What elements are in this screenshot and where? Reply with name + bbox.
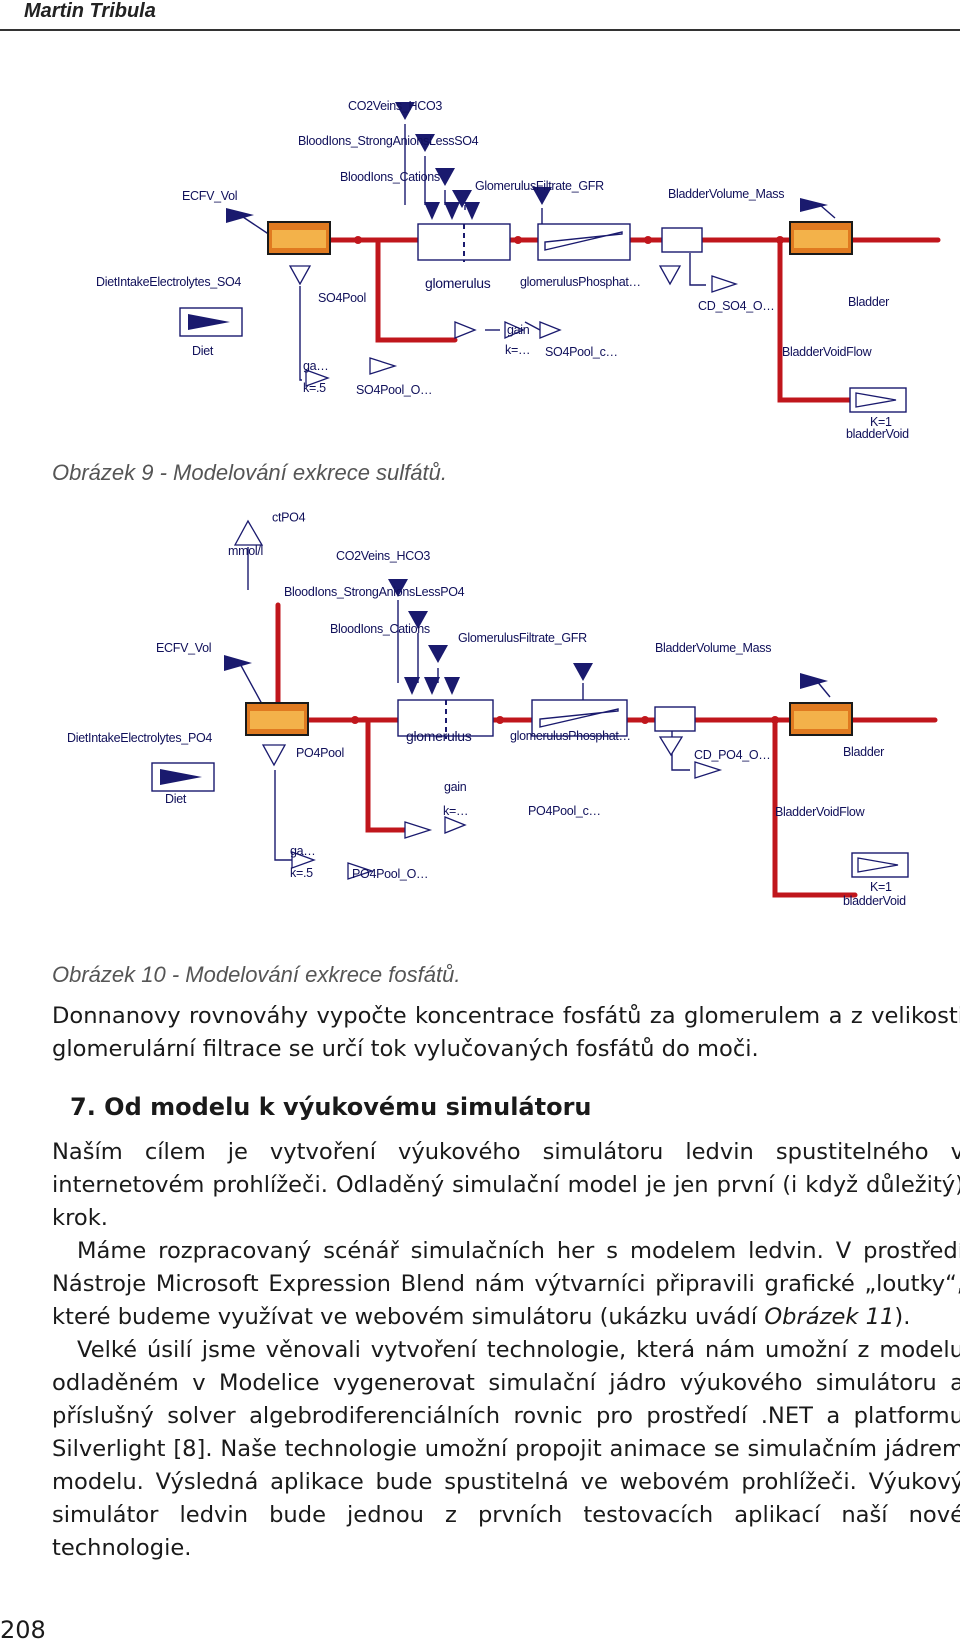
label-cd: CD_SO4_O… — [698, 299, 775, 313]
paragraph-scenario-end: ). — [894, 1304, 911, 1330]
label-ga: ga… — [290, 844, 316, 858]
figure-10-caption: Obrázek 10 - Modelování exkrece fosfátů. — [52, 962, 461, 987]
label-anions: BloodIons_StrongAnionsLessSO4 — [298, 134, 479, 148]
label-ga: ga… — [303, 359, 329, 373]
paragraph-donnan: Donnanovy rovnováhy vypočte koncentrace … — [52, 1003, 960, 1062]
paragraph-technology: Velké úsilí jsme věnovali vytvoření tech… — [52, 1337, 960, 1561]
label-pool: SO4Pool — [318, 291, 366, 305]
label-ecfv: ECFV_Vol — [182, 189, 237, 203]
label-pool-o: PO4Pool_O… — [352, 867, 428, 881]
figure-11-reference[interactable]: Obrázek 11 — [764, 1304, 895, 1330]
paragraph-scenario: Máme rozpracovaný scénář simulačních her… — [52, 1235, 960, 1334]
figure-9-diagram: CO2Veins_HCO3 BloodIons_StrongAnionsLess… — [0, 90, 960, 450]
label-glomerulus: glomerulus — [406, 728, 472, 744]
label-bladder-volume: BladderVolume_Mass — [668, 187, 784, 201]
header-rule — [0, 29, 960, 31]
label-ecfv: ECFV_Vol — [156, 641, 211, 655]
label-cd: CD_PO4_O… — [694, 748, 771, 762]
label-gain: gain — [444, 780, 467, 794]
figure-10-diagram: ctPO4 mmol/l CO2Veins_HCO3 BloodIons_Str… — [0, 505, 960, 930]
paragraph-scenario-text: Máme rozpracovaný scénář simulačních her… — [52, 1238, 960, 1330]
paragraph-goal: Naším cílem je vytvoření výukového simul… — [52, 1139, 960, 1231]
section-heading: 7. Od modelu k výukovému simulátoru — [70, 1093, 592, 1121]
label-diet-intake: DietIntakeElectrolytes_PO4 — [67, 731, 212, 745]
page-number: 208 — [0, 1616, 46, 1644]
label-cations: BloodIons_Cations — [330, 622, 430, 636]
label-k-dots: k=… — [505, 343, 530, 357]
label-void-flow: BladderVoidFlow — [782, 345, 873, 359]
label-ctpo4: ctPO4 — [272, 511, 306, 525]
label-phosphat: glomerulusPhosphat… — [510, 729, 631, 743]
label-bladder-void: bladderVoid — [843, 894, 906, 908]
label-k5: k=.5 — [290, 866, 313, 880]
label-diet: Diet — [165, 792, 187, 806]
label-gain: gain — [507, 323, 530, 337]
label-pool-o: SO4Pool_O… — [356, 383, 432, 397]
label-k1: K=1 — [870, 880, 892, 894]
label-phosphat: glomerulusPhosphat… — [520, 275, 641, 289]
label-co2: CO2Veins_HCO3 — [348, 99, 442, 113]
label-bladder: Bladder — [848, 295, 889, 309]
label-diet-intake: DietIntakeElectrolytes_SO4 — [96, 275, 241, 289]
running-header-author: Martin Tribula — [24, 0, 156, 22]
label-bladder-volume: BladderVolume_Mass — [655, 641, 771, 655]
label-cations: BloodIons_Cations — [340, 170, 440, 184]
label-anions: BloodIons_StrongAnionsLessPO4 — [284, 585, 465, 599]
label-pool-c: PO4Pool_c… — [528, 804, 601, 818]
label-k5: k=.5 — [303, 381, 326, 395]
label-bladder-void: bladderVoid — [846, 427, 909, 441]
label-diet: Diet — [192, 344, 214, 358]
label-bladder: Bladder — [843, 745, 884, 759]
label-pool-c: SO4Pool_c… — [545, 345, 618, 359]
label-gfr: GlomerulusFiltrate_GFR — [475, 179, 604, 193]
label-k-dots: k=… — [443, 804, 468, 818]
label-gfr: GlomerulusFiltrate_GFR — [458, 631, 587, 645]
label-k1: K=1 — [870, 415, 892, 429]
label-pool: PO4Pool — [296, 746, 344, 760]
label-void-flow: BladderVoidFlow — [775, 805, 866, 819]
label-mmol: mmol/l — [228, 544, 263, 558]
label-glomerulus: glomerulus — [425, 275, 491, 291]
label-co2: CO2Veins_HCO3 — [336, 549, 430, 563]
figure-9-caption: Obrázek 9 - Modelování exkrece sulfátů. — [52, 460, 447, 485]
